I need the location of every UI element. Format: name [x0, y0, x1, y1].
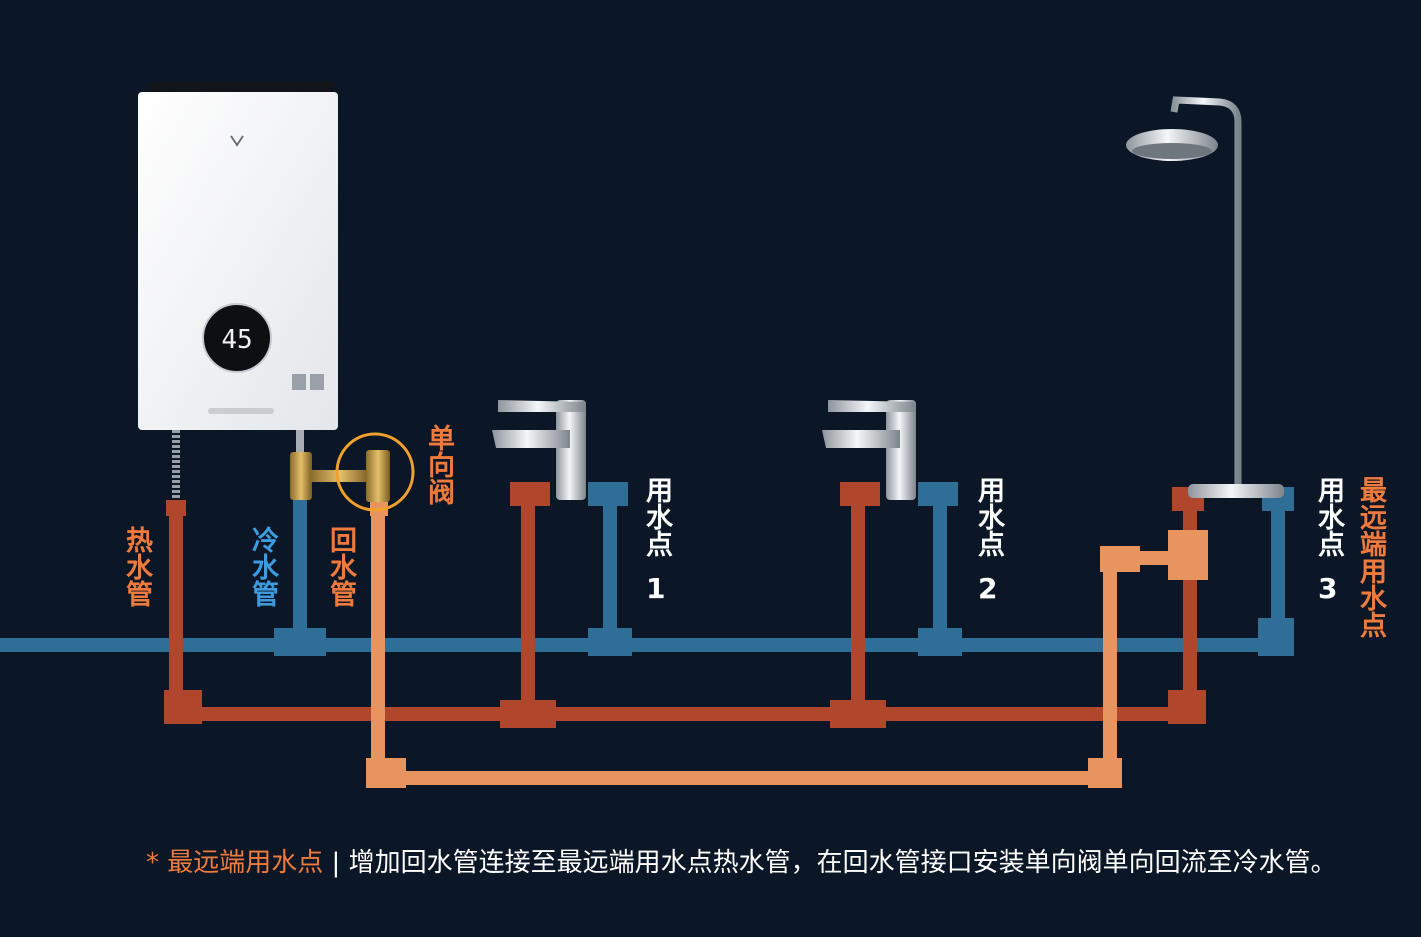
point1-number: 1 — [646, 572, 666, 605]
return-pipe-label: 回水管 — [325, 526, 356, 607]
caption: * 最远端用水点 | 增加回水管连接至最远端用水点热水管，在回水管接口安装单向阀… — [146, 842, 1356, 884]
caption-separator: | — [323, 848, 349, 878]
point3-label: 用水点 — [1313, 476, 1344, 557]
caption-prefix: * 最远端用水点 — [146, 848, 324, 878]
faucet-1 — [492, 400, 586, 500]
check-valve — [290, 432, 415, 512]
return-water-pipe — [366, 500, 1208, 788]
cold-pipe-label: 冷水管 — [247, 526, 278, 607]
cold-water-pipe — [0, 460, 1294, 656]
farthest-point-label: 最远端用水点 — [1355, 476, 1386, 638]
shower — [1126, 96, 1284, 498]
check-valve-label: 单向阀 — [423, 424, 454, 505]
faucet-2 — [822, 400, 916, 500]
point2-number: 2 — [978, 572, 998, 605]
water-heater — [138, 82, 338, 500]
point1-label: 用水点 — [641, 476, 672, 557]
heater-display: 45 — [221, 325, 252, 355]
hot-pipe-label: 热水管 — [121, 526, 152, 607]
caption-text: 增加回水管连接至最远端用水点热水管，在回水管接口安装单向阀单向回流至冷水管。 — [348, 848, 1337, 878]
point2-label: 用水点 — [973, 476, 1004, 557]
point3-number: 3 — [1318, 572, 1338, 605]
hot-water-pipe — [164, 482, 1206, 728]
